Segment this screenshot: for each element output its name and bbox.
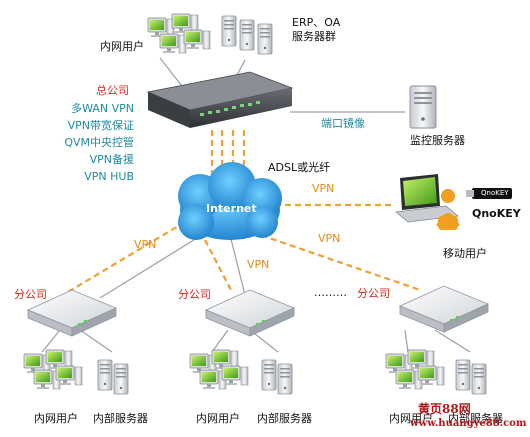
branch-2-servers-label: 内部服务器	[257, 412, 312, 425]
monitor-server-label: 监控服务器	[410, 134, 465, 147]
branch-1-users-label: 内网用户	[34, 412, 78, 425]
cable-group	[41, 57, 471, 353]
qnokey-label: QnoKEY	[472, 207, 521, 220]
watermark-line2: www.huangye88.com	[410, 418, 527, 429]
internet-cloud-icon	[178, 162, 282, 240]
vpn-label-branch1: VPN	[134, 238, 157, 251]
hq-title: 总公司	[96, 84, 129, 97]
server-tower-icon	[113, 363, 129, 395]
usb-key-icon	[466, 188, 512, 199]
cable-b3-servers	[434, 329, 471, 353]
server-tower-icon	[261, 359, 277, 391]
hq-switch	[146, 71, 294, 128]
branch-router-2	[205, 289, 295, 337]
hq-feature-3: VPN备援	[89, 153, 134, 166]
watermark-line1: 黄页88网	[418, 402, 471, 416]
server-tower-icon	[277, 363, 293, 395]
hq-user-pcs	[147, 13, 211, 54]
server-group-label-line1: ERP、OA	[292, 16, 341, 29]
cable-cloud-branch2	[229, 234, 246, 296]
server-tower-icon	[455, 359, 471, 391]
cable-b2-users	[211, 329, 229, 353]
server-tower-icon	[97, 359, 113, 391]
monitor-server-icon	[409, 85, 437, 129]
vpn-label-branch2: VPN	[247, 258, 270, 271]
branch-3-label: 分公司	[357, 287, 390, 300]
cable-b1-users	[41, 329, 61, 353]
branch-3-servers-label: 内部服务器	[448, 412, 503, 425]
hq-feature-2: QVM中央控管	[64, 136, 134, 149]
hq-feature-0: 多WAN VPN	[71, 102, 134, 115]
desktop-pc-icon	[183, 29, 211, 50]
server-tower-icon	[239, 19, 255, 51]
server-tower-icon	[471, 363, 487, 395]
link-type-label: ADSL或光纤	[268, 161, 331, 174]
vpn-label-mobile: VPN	[312, 182, 335, 195]
port-mirror-label: 端口镜像	[321, 117, 365, 130]
branch-router-3	[399, 285, 489, 333]
server-tower-icon	[257, 23, 273, 55]
branch3-devices	[385, 349, 487, 395]
server-tower-icon	[221, 15, 237, 47]
person-icon	[436, 189, 460, 230]
cable-hq-users	[159, 57, 186, 91]
vpn-label-branch3: VPN	[318, 232, 341, 245]
branch-ellipsis: ………	[314, 286, 347, 299]
hq-server-towers	[221, 15, 273, 55]
router-icon	[399, 285, 489, 333]
branch1-devices	[23, 349, 129, 395]
server-group-label-line2: 服务器群	[292, 30, 336, 43]
internet-label: Internet	[206, 202, 257, 215]
vpn-link-branch1	[67, 221, 186, 293]
branch2-devices	[189, 349, 293, 395]
usb-key-text: QnoKEY	[481, 189, 509, 197]
branch-1-label: 分公司	[14, 288, 47, 301]
branch-2-users-label: 内网用户	[196, 412, 240, 425]
cable-b3-users	[404, 329, 409, 353]
cable-b1-servers	[79, 329, 113, 353]
branch-2-label: 分公司	[178, 288, 211, 301]
cable-cloud-branch1	[99, 229, 211, 299]
hq-intranet-users-label: 内网用户	[100, 40, 144, 53]
branch-3-users-label: 内网用户	[389, 412, 433, 425]
hq-feature-4: VPN HUB	[84, 170, 134, 183]
desktop-pc-icon	[159, 33, 187, 54]
branch-1-servers-label: 内部服务器	[93, 412, 148, 425]
mobile-user-label: 移动用户	[443, 247, 487, 260]
hq-feature-1: VPN带宽保证	[67, 119, 134, 132]
vpn-link-branch2	[204, 239, 233, 293]
laptop-icon	[395, 174, 459, 223]
router-icon	[205, 289, 295, 337]
